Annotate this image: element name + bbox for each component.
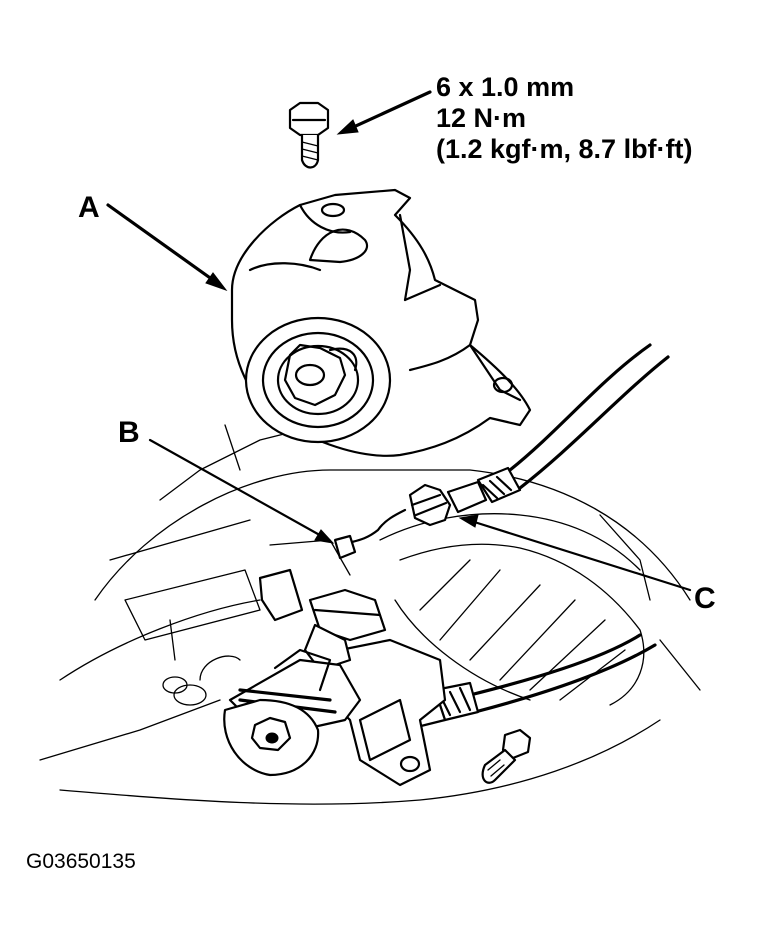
mount-bracket <box>230 188 532 457</box>
transmission-housing <box>39 424 701 805</box>
callout-a: A <box>78 191 100 224</box>
callout-c: C <box>694 582 716 615</box>
lower-bolt <box>481 728 532 784</box>
shift-cable <box>333 343 670 560</box>
lower-shift-linkage <box>223 568 657 787</box>
torque-nm: 12 N·m <box>436 103 527 133</box>
leader-lines <box>106 90 692 592</box>
torque-imperial: (1.2 kgf·m, 8.7 lbf·ft) <box>436 134 693 164</box>
figure-id: G03650135 <box>26 850 136 873</box>
bolt-size: 6 x 1.0 mm <box>436 72 575 102</box>
torque-spec: 6 x 1.0 mm 12 N·m (1.2 kgf·m, 8.7 lbf·ft… <box>436 72 693 165</box>
callout-b: B <box>118 416 140 449</box>
mount-bolt <box>288 101 330 169</box>
